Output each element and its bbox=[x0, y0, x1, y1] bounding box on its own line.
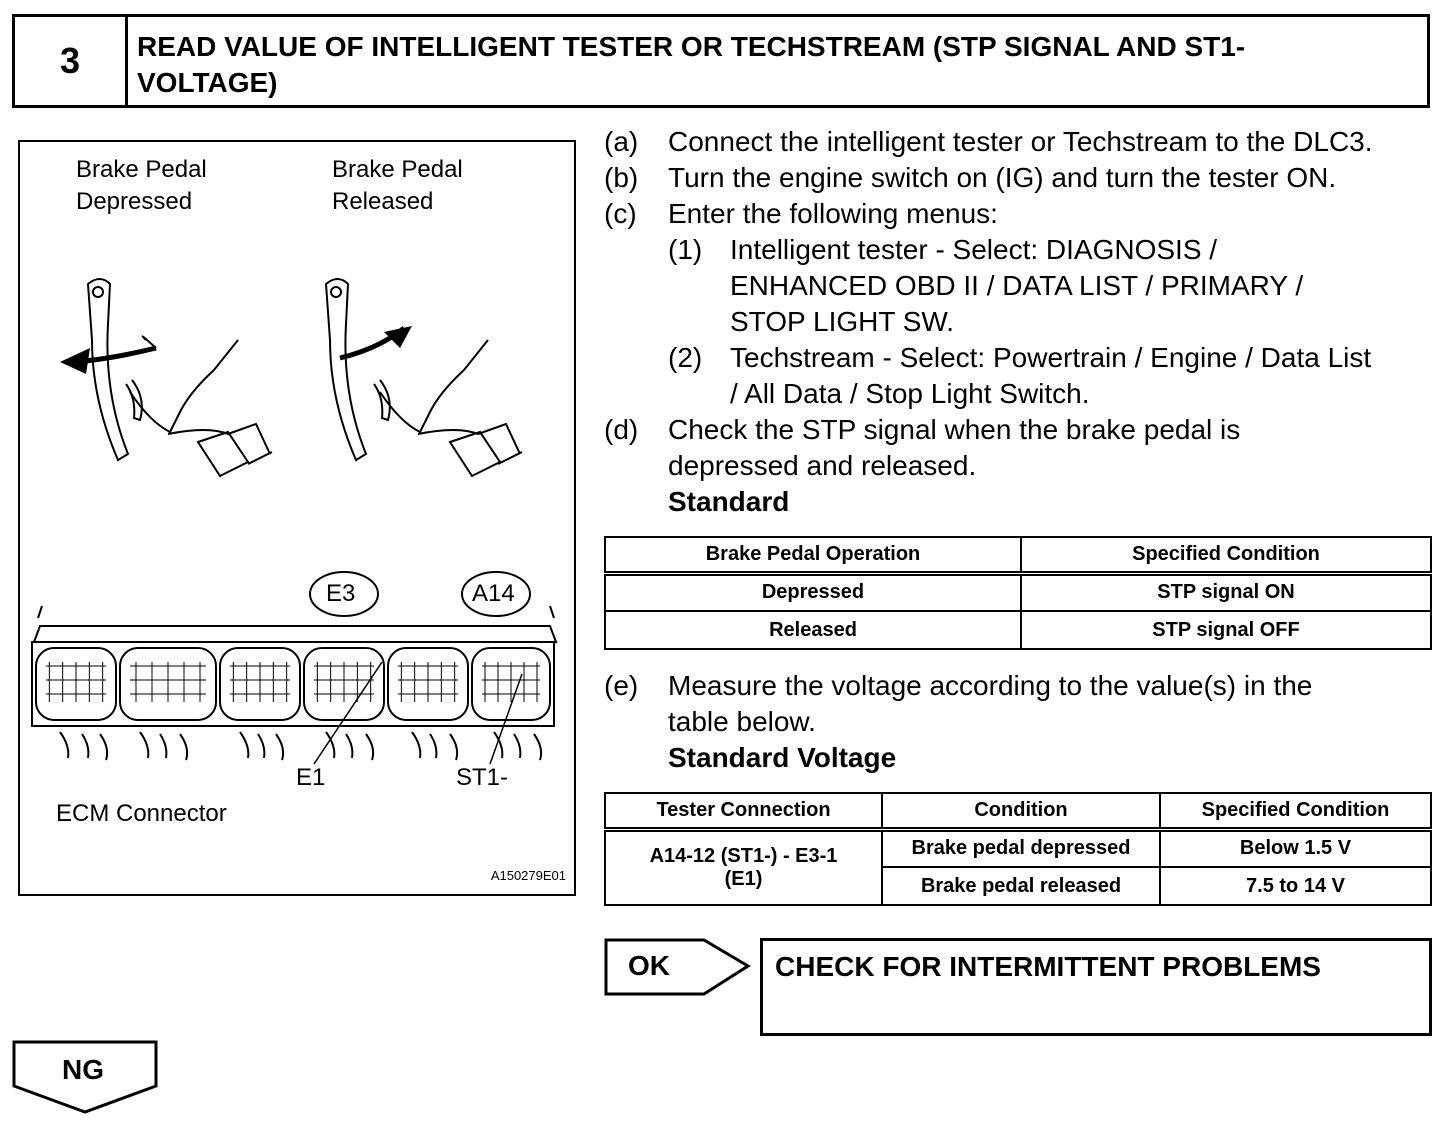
table2-header-specified: Specified Condition bbox=[1159, 792, 1432, 832]
label-ecm-connector: ECM Connector bbox=[56, 800, 227, 827]
standard-voltage-heading: Standard Voltage bbox=[668, 742, 897, 773]
brake-pedal-ecm-illustration bbox=[31, 278, 558, 765]
tester-connection-cell: A14-12 (ST1-) - E3-1 (E1) bbox=[604, 828, 883, 906]
a14-oval bbox=[461, 571, 531, 617]
table2-header-condition: Condition bbox=[881, 792, 1161, 832]
label-released: Brake Pedal Released bbox=[332, 156, 463, 215]
stp-signal-table: Brake Pedal Operation Specified Conditio… bbox=[604, 536, 1432, 650]
standard-heading: Standard bbox=[668, 486, 790, 517]
pedal-depressed-drawing bbox=[75, 278, 273, 478]
ecm-connector-drawing bbox=[31, 605, 558, 765]
connector-block bbox=[387, 647, 469, 721]
table-row: Depressed STP signal ON bbox=[604, 572, 1432, 612]
e3-oval bbox=[309, 571, 379, 617]
connector-block bbox=[219, 647, 301, 721]
table1-header-operation: Brake Pedal Operation bbox=[604, 536, 1022, 576]
step-number: 3 bbox=[15, 17, 128, 105]
label-depressed: Brake Pedal Depressed bbox=[76, 156, 207, 215]
label-a14: A14 bbox=[472, 580, 515, 607]
label-pin-st1: ST1- bbox=[456, 764, 509, 791]
figure-id: A150279E01 bbox=[490, 868, 566, 883]
pedal-released-drawing bbox=[324, 278, 523, 478]
ok-arrow-icon bbox=[604, 938, 751, 996]
table-row: Released STP signal OFF bbox=[604, 610, 1432, 650]
step-title-line2: VOLTAGE) bbox=[137, 67, 278, 98]
ok-action-text: CHECK FOR INTERMITTENT PROBLEMS bbox=[775, 951, 1321, 982]
table-row: Brake pedal released 7.5 to 14 V bbox=[605, 866, 1432, 906]
connector-block bbox=[119, 647, 217, 721]
table2-header-connection: Tester Connection bbox=[604, 792, 883, 832]
illustration-panel: Brake Pedal Depressed Brake Pedal Releas… bbox=[18, 140, 576, 896]
ok-action-box: CHECK FOR INTERMITTENT PROBLEMS bbox=[760, 938, 1432, 1036]
ng-label: NG bbox=[62, 1054, 104, 1085]
arrow-right-icon bbox=[384, 326, 412, 348]
arrow-left-icon bbox=[60, 348, 90, 374]
ok-label: OK bbox=[628, 950, 670, 981]
table1-header-condition: Specified Condition bbox=[1020, 536, 1432, 576]
voltage-table: Tester Connection Condition Specified Co… bbox=[604, 792, 1432, 906]
step-title: READ VALUE OF INTELLIGENT TESTER OR TECH… bbox=[137, 29, 1387, 101]
step-header: 3 READ VALUE OF INTELLIGENT TESTER OR TE… bbox=[12, 14, 1430, 108]
label-pin-e1: E1 bbox=[296, 764, 326, 791]
connector-block bbox=[471, 647, 551, 721]
ng-arrow-down-icon bbox=[12, 1040, 158, 1114]
label-e3: E3 bbox=[326, 580, 356, 607]
connector-block bbox=[35, 647, 117, 721]
table-row: A14-12 (ST1-) - E3-1 (E1) Brake pedal de… bbox=[604, 828, 1432, 906]
step-title-line1: READ VALUE OF INTELLIGENT TESTER OR TECH… bbox=[137, 31, 1246, 62]
